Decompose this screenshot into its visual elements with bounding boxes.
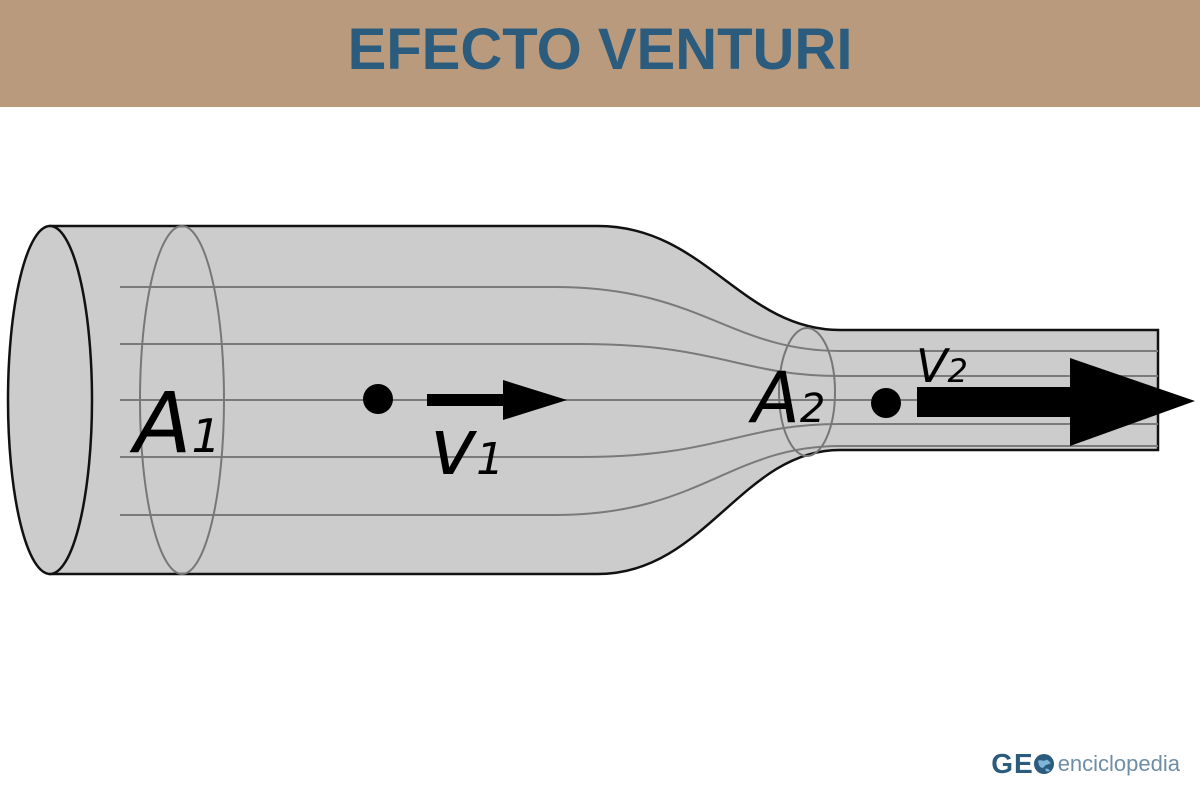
label-a1: A1 bbox=[129, 374, 221, 472]
streamline-1 bbox=[120, 286, 1158, 352]
label-a1-letter: A bbox=[129, 374, 191, 472]
streamline-4 bbox=[120, 423, 1158, 458]
cross-section-a1 bbox=[139, 225, 225, 575]
point-2-dot bbox=[871, 388, 901, 418]
label-a2-subscript: 2 bbox=[800, 386, 825, 432]
label-v1: v1 bbox=[430, 403, 504, 493]
velocity-2-arrow bbox=[917, 358, 1195, 446]
label-v1-subscript: 1 bbox=[476, 434, 504, 485]
geoenciclopedia-logo: GE enciclopedia bbox=[991, 748, 1180, 780]
header-banner: EFECTO VENTURI bbox=[0, 0, 1200, 107]
velocity-1-arrow bbox=[427, 380, 567, 420]
streamline-2 bbox=[120, 343, 1158, 377]
label-a1-subscript: 1 bbox=[191, 409, 220, 463]
tube-inlet-end bbox=[6, 224, 94, 576]
cross-section-a2 bbox=[778, 327, 836, 457]
logo-geo-text: GE bbox=[991, 748, 1034, 779]
label-v1-letter: v bbox=[430, 403, 478, 493]
label-a2-letter: A bbox=[748, 357, 800, 439]
label-v2-letter: V bbox=[916, 339, 951, 393]
streamlines bbox=[120, 286, 1158, 516]
point-1-dot bbox=[363, 384, 393, 414]
page-title: EFECTO VENTURI bbox=[347, 17, 853, 82]
globe-icon bbox=[1033, 754, 1054, 774]
streamline-5 bbox=[120, 445, 1158, 516]
label-v2-subscript: 2 bbox=[947, 352, 967, 390]
label-a2: A2 bbox=[748, 357, 825, 439]
logo-enciclopedia-text: enciclopedia bbox=[1057, 751, 1180, 776]
label-v2: V2 bbox=[916, 339, 968, 393]
